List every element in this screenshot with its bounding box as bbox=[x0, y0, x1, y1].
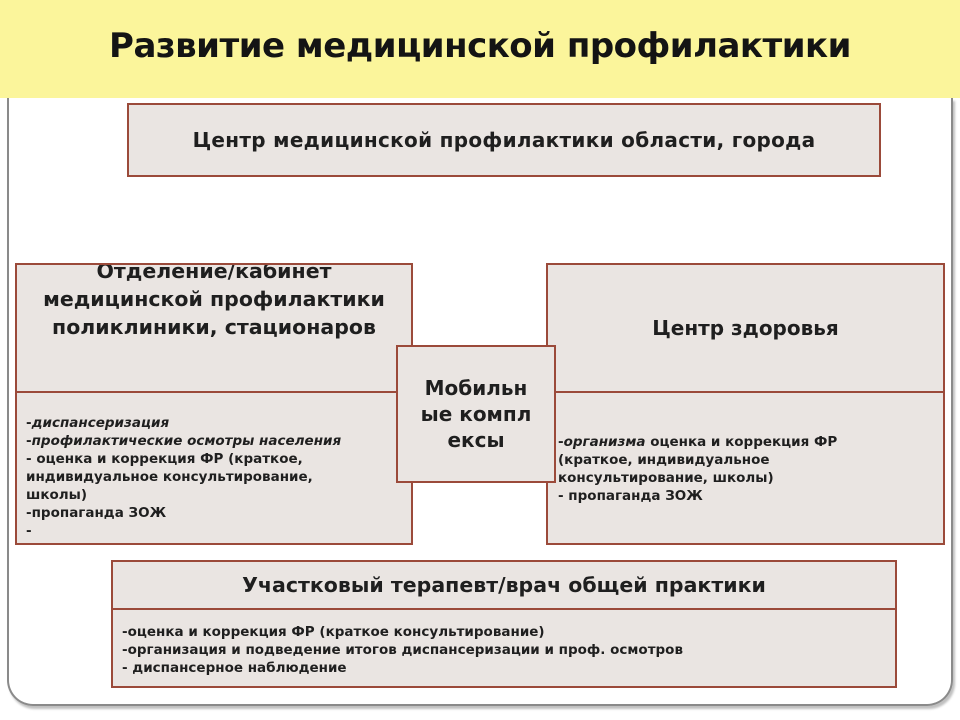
list-item: школы) bbox=[26, 487, 88, 503]
list-item: -организма оценка и коррекция ФР bbox=[558, 434, 838, 450]
list-item: - bbox=[26, 523, 32, 539]
center-label: Центр медицинской профилактики области, … bbox=[192, 128, 816, 152]
list-item: индивидуальное консультирование, bbox=[26, 469, 313, 485]
list-item: -организация и подведение итогов диспанс… bbox=[122, 642, 684, 658]
department-list-box: -диспансеризация -профилактические осмот… bbox=[15, 391, 413, 545]
list-item: - оценка и коррекция ФР (краткое, bbox=[26, 451, 303, 467]
list-item: - диспансерное наблюдение bbox=[122, 660, 347, 676]
slide-title: Развитие медицинской профилактики bbox=[109, 26, 851, 66]
mobile-complexes-label: Мобильные комплексы bbox=[420, 376, 532, 452]
list-item: -пропаганда ЗОЖ bbox=[26, 505, 167, 521]
department-header-box: Отделение/кабинет медицинской профилакти… bbox=[15, 263, 413, 393]
gp-list-box: -оценка и коррекция ФР (краткое консульт… bbox=[111, 608, 897, 688]
mobile-complexes-box: Мобильные комплексы bbox=[396, 345, 556, 483]
title-bar: Развитие медицинской профилактики bbox=[0, 0, 960, 98]
list-item: -оценка и коррекция ФР (краткое консульт… bbox=[122, 624, 545, 640]
gp-label: Участковый терапевт/врач общей практики bbox=[242, 573, 766, 597]
center-box: Центр медицинской профилактики области, … bbox=[127, 103, 881, 177]
list-item: -диспансеризация bbox=[26, 415, 170, 431]
list-item: -профилактические осмотры населения bbox=[26, 433, 342, 449]
department-label: Отделение/кабинет медицинской профилакти… bbox=[43, 263, 385, 339]
gp-header-box: Участковый терапевт/врач общей практики bbox=[111, 560, 897, 610]
health-center-header-box: Центр здоровья bbox=[546, 263, 945, 393]
list-item: - пропаганда ЗОЖ bbox=[558, 488, 703, 504]
list-item: консультирование, школы) bbox=[558, 470, 774, 486]
health-center-list-box: -организма оценка и коррекция ФР (кратко… bbox=[546, 391, 945, 545]
list-item: (краткое, индивидуальное bbox=[558, 452, 770, 468]
health-center-label: Центр здоровья bbox=[652, 316, 839, 340]
content-frame bbox=[7, 98, 953, 706]
